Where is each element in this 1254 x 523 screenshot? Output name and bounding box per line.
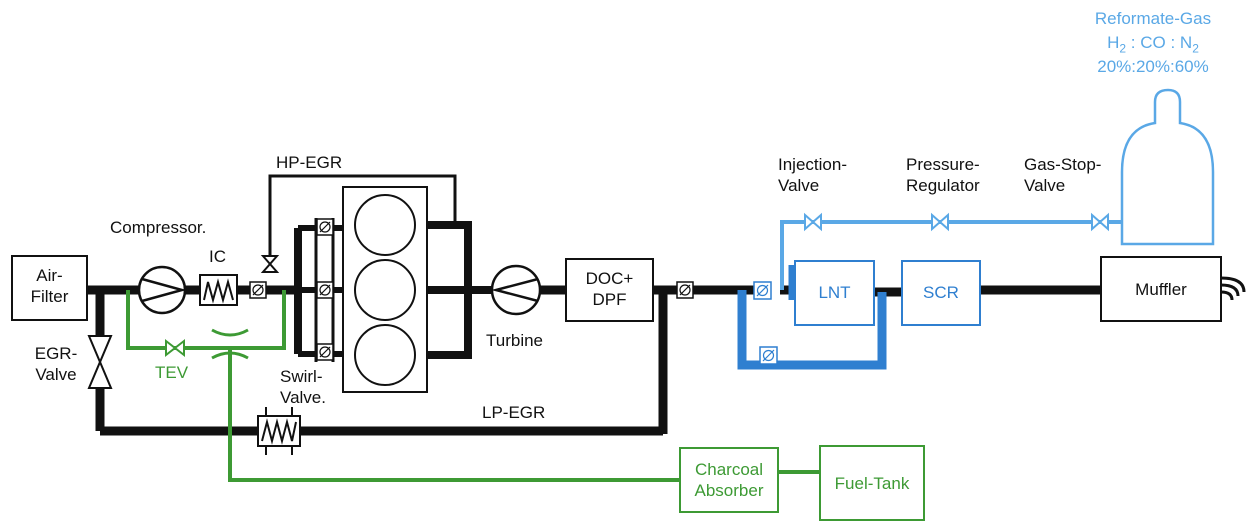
cylinder-1: [354, 194, 416, 256]
egr-valve-icon: [87, 335, 113, 389]
fuel-tank-label: Fuel-Tank: [834, 474, 910, 493]
composition-h-sub: 2: [1119, 41, 1127, 56]
swirl-valve-icons: [316, 218, 334, 361]
intercooler-label: IC: [209, 247, 226, 266]
fuel-vapour-lines: [126, 290, 820, 482]
reformate-gas-line: [780, 220, 1122, 290]
reformate-gas-ratio: 20%:20%:60%: [1097, 57, 1209, 76]
tailpipe-icon: [1220, 276, 1246, 301]
lnt-box: [794, 260, 875, 326]
scr-box: [901, 260, 981, 326]
lnt-label: LNT: [818, 283, 851, 302]
engine-block: [342, 186, 428, 393]
air-filter-box: [11, 255, 88, 321]
pressure-regulator-label: Pressure- Regulator: [906, 155, 980, 195]
reformate-gas-composition: H2 : CO : N2: [1078, 32, 1228, 59]
injection-valve-label: Injection- Valve: [778, 155, 847, 195]
throttle-valve-icon: [249, 281, 267, 299]
swirl-valve-label: Swirl- Valve.: [280, 367, 326, 407]
turbine-icon: [490, 264, 542, 316]
cylinder-3: [354, 324, 416, 386]
reformate-gas-title: Reformate-Gas: [1094, 9, 1212, 28]
gas-cylinder-icon: [1120, 88, 1215, 246]
intercooler-icon: [199, 274, 238, 306]
air-filter-label: Air- Filter: [30, 266, 69, 306]
compressor-label: Compressor.: [110, 218, 207, 237]
hp-egr-label: HP-EGR: [276, 153, 343, 172]
composition-n-sub: 2: [1192, 41, 1199, 56]
composition-h: H: [1107, 33, 1120, 52]
lnt-bypass-pipe: [737, 265, 887, 370]
fuel-tank-box: [819, 445, 925, 521]
muffler-label: Muffler: [1135, 280, 1187, 299]
exhaust-flap-icons: [753, 281, 778, 365]
lp-egr-flap-icon: [676, 281, 694, 299]
egr-valve-label: EGR- Valve: [34, 344, 78, 384]
main-pipes: [86, 174, 1101, 436]
hp-egr-valve-icon: [260, 255, 280, 273]
lp-egr-cooler-icon: [257, 407, 301, 455]
tev-valve-icon: [165, 338, 185, 358]
gas-stop-valve-label: Gas-Stop- Valve: [1024, 155, 1102, 195]
gas-valve-icons: [804, 212, 1109, 232]
cylinder-2: [354, 259, 416, 321]
venturi-icon: [211, 328, 249, 360]
compressor-icon: [137, 265, 187, 315]
doc-dpf-label: DOC+ DPF: [585, 269, 634, 309]
muffler-box: [1100, 256, 1222, 322]
scr-label: SCR: [923, 283, 959, 302]
composition-co-n: : CO : N: [1126, 33, 1193, 52]
charcoal-absorber-label: Charcoal Absorber: [694, 460, 764, 500]
tev-label: TEV: [155, 363, 189, 382]
lp-egr-label: LP-EGR: [482, 403, 546, 422]
doc-dpf-box: [565, 258, 654, 322]
charcoal-absorber-box: [679, 447, 779, 513]
turbine-label: Turbine: [486, 331, 544, 350]
